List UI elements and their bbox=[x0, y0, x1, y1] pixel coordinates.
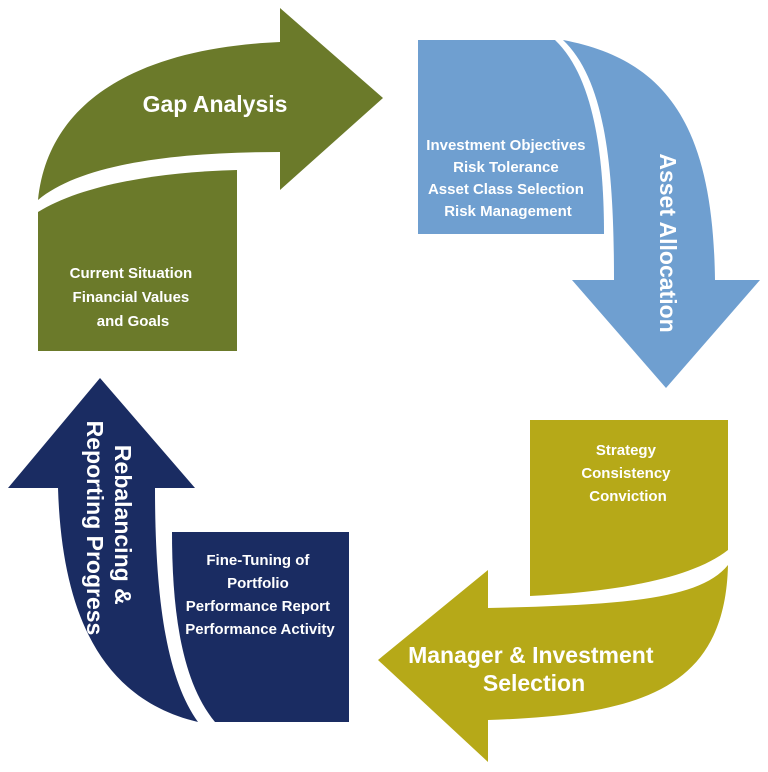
svg-text:Fine-Tuning of Portfolio: Fine-Tuning of Portfolio Performance Rep… bbox=[185, 552, 335, 638]
rebalancing-box bbox=[172, 532, 349, 722]
gap-analysis-item: Current Situation bbox=[70, 265, 193, 282]
rebalancing-item: Performance Report bbox=[186, 598, 330, 615]
svg-text:Current Situation Financ: Current Situation Financial Values and G… bbox=[70, 265, 197, 330]
asset-allocation-box bbox=[418, 40, 604, 234]
asset-allocation-arrow bbox=[563, 40, 760, 388]
gap-analysis-stage: Gap Analysis Current Situation Financial… bbox=[38, 8, 383, 351]
svg-text:Manager & Investment Sel: Manager & Investment Selection bbox=[408, 642, 660, 696]
manager-selection-item: Strategy bbox=[596, 442, 657, 459]
manager-selection-title-line: Manager & Investment bbox=[408, 642, 654, 668]
manager-selection-stage: Strategy Consistency Conviction Manager … bbox=[378, 420, 728, 762]
gap-analysis-item: Financial Values bbox=[73, 289, 190, 306]
rebalancing-item: Performance Activity bbox=[185, 621, 335, 638]
rebalancing-title-line: Reporting Progress bbox=[82, 421, 108, 636]
gap-analysis-title: Gap Analysis bbox=[143, 91, 288, 117]
manager-selection-item: Consistency bbox=[581, 465, 671, 482]
manager-selection-title-line: Selection bbox=[483, 670, 585, 696]
rebalancing-title-line: Rebalancing & bbox=[110, 445, 136, 605]
asset-allocation-stage: Investment Objectives Risk Tolerance Ass… bbox=[418, 40, 760, 388]
manager-selection-item: Conviction bbox=[589, 488, 667, 505]
manager-selection-box bbox=[530, 420, 728, 596]
asset-allocation-item: Risk Tolerance bbox=[453, 159, 559, 176]
manager-selection-arrow bbox=[378, 565, 728, 762]
svg-text:Rebalancing & Reporting: Rebalancing & Reporting Progress bbox=[82, 421, 136, 636]
svg-text:Strategy Consistency: Strategy Consistency Conviction bbox=[581, 442, 674, 505]
rebalancing-arrow bbox=[8, 378, 198, 722]
rebalancing-item: Portfolio bbox=[227, 575, 289, 592]
rebalancing-stage: Rebalancing & Reporting Progress Fine-Tu… bbox=[8, 378, 349, 722]
asset-allocation-item: Risk Management bbox=[444, 203, 572, 220]
rebalancing-item: Fine-Tuning of bbox=[206, 552, 310, 569]
gap-analysis-item: and Goals bbox=[97, 313, 170, 330]
asset-allocation-item: Investment Objectives bbox=[426, 137, 585, 154]
gap-analysis-arrow bbox=[38, 8, 383, 200]
asset-allocation-title: Asset Allocation bbox=[655, 153, 681, 332]
svg-text:Investment Objectives Ri: Investment Objectives Risk Tolerance Ass… bbox=[426, 137, 589, 220]
gap-analysis-box bbox=[38, 170, 237, 351]
asset-allocation-item: Asset Class Selection bbox=[428, 181, 584, 198]
